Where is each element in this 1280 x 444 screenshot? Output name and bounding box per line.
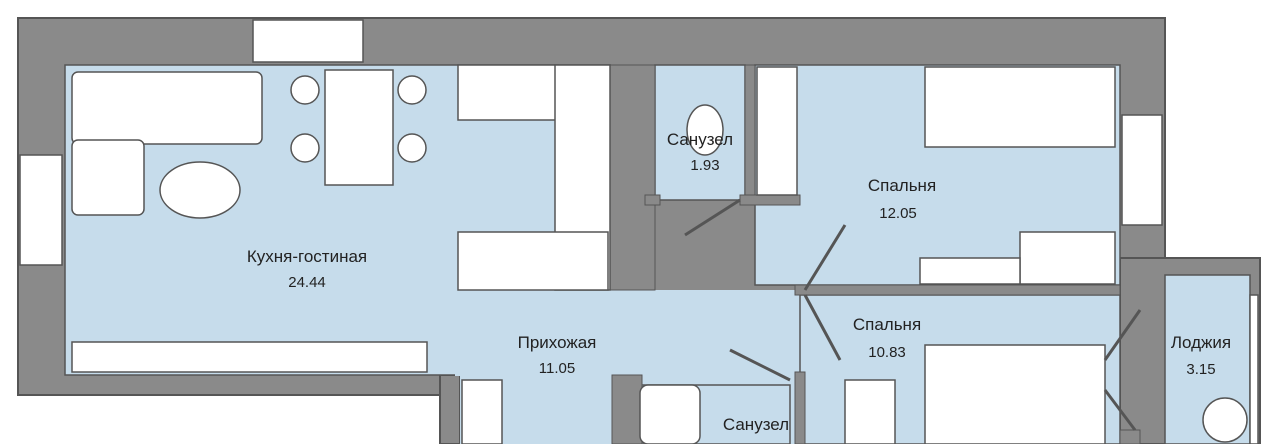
bathtub bbox=[639, 384, 701, 444]
room-name: Прихожая bbox=[517, 333, 597, 352]
wardrobe-2 bbox=[844, 379, 896, 444]
room-name: Санузел bbox=[722, 415, 790, 434]
window bbox=[1249, 294, 1259, 444]
room-area: 1.93 bbox=[690, 157, 720, 174]
room-area: 3.15 bbox=[1186, 361, 1216, 378]
desk bbox=[1019, 231, 1116, 285]
window bbox=[19, 154, 63, 266]
dining-table bbox=[324, 69, 394, 186]
room-name: Спальня bbox=[852, 315, 922, 334]
room-name: Лоджия bbox=[1170, 333, 1232, 352]
tv-stand bbox=[71, 341, 428, 373]
toilet bbox=[686, 104, 724, 156]
kitchen-cabinet bbox=[457, 64, 559, 121]
room-name: Спальня bbox=[867, 176, 937, 195]
room-area: 10.83 bbox=[868, 344, 906, 361]
bed-2 bbox=[924, 344, 1106, 444]
room-area: 11.05 bbox=[538, 360, 576, 377]
sofa bbox=[71, 71, 263, 145]
room-name: Санузел bbox=[666, 130, 734, 149]
bed bbox=[924, 66, 1116, 148]
room-name: Кухня-гостиная bbox=[246, 247, 368, 266]
room-area: 24.44 bbox=[288, 274, 326, 291]
wardrobe bbox=[756, 66, 798, 196]
room-area: 12.05 bbox=[879, 205, 917, 222]
window bbox=[252, 19, 364, 63]
window bbox=[1121, 114, 1163, 226]
coffee-table bbox=[159, 161, 241, 219]
round-table bbox=[1202, 397, 1248, 443]
